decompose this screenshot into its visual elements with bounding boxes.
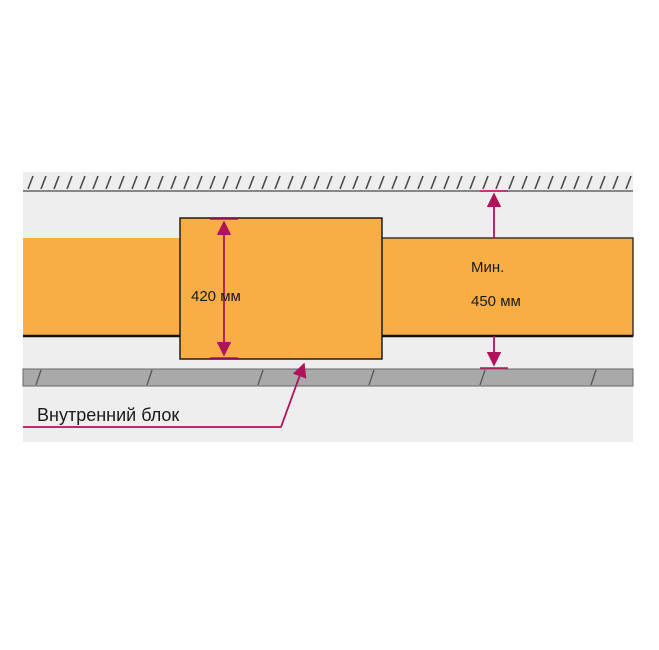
ceiling-hatch-mark bbox=[378, 175, 385, 190]
ceiling-hatch-mark bbox=[508, 175, 515, 190]
ceiling-hatch-mark bbox=[235, 175, 242, 190]
slab-hatch bbox=[35, 369, 597, 386]
ceiling-hatch-mark bbox=[53, 175, 60, 190]
slab-hatch-mark bbox=[479, 369, 486, 386]
ceiling-hatch-mark bbox=[92, 175, 99, 190]
ceiling-hatch-mark bbox=[300, 175, 307, 190]
ceiling-hatch-mark bbox=[599, 175, 606, 190]
clearance-label-line2: 450 мм bbox=[471, 293, 521, 310]
ceiling-hatch-mark bbox=[287, 175, 294, 190]
duct-left bbox=[23, 238, 181, 336]
ceiling-hatch-mark bbox=[209, 175, 216, 190]
ceiling-hatch-mark bbox=[417, 175, 424, 190]
indoor-unit bbox=[179, 217, 383, 360]
slab-hatch-mark bbox=[590, 369, 597, 386]
ceiling-hatch-mark bbox=[404, 175, 411, 190]
ceiling-hatch-mark bbox=[391, 175, 398, 190]
ceiling-hatch-mark bbox=[79, 175, 86, 190]
ceiling-hatch-mark bbox=[339, 175, 346, 190]
ceiling-hatch-mark bbox=[573, 175, 580, 190]
ceiling-hatch-mark bbox=[196, 175, 203, 190]
ceiling-hatch-mark bbox=[547, 175, 554, 190]
ceiling-hatch-mark bbox=[274, 175, 281, 190]
slab-hatch-mark bbox=[368, 369, 375, 386]
ceiling-hatch-mark bbox=[40, 175, 47, 190]
ceiling-hatch-mark bbox=[131, 175, 138, 190]
slab-hatch-mark bbox=[35, 369, 42, 386]
ceiling-hatch-mark bbox=[313, 175, 320, 190]
ceiling-hatch-mark bbox=[495, 175, 502, 190]
ceiling-hatch-mark bbox=[105, 175, 112, 190]
ceiling-hatch-mark bbox=[118, 175, 125, 190]
ceiling-hatch-mark bbox=[469, 175, 476, 190]
ceiling-hatch-mark bbox=[248, 175, 255, 190]
ceiling-hatch-mark bbox=[612, 175, 619, 190]
slab-hatch-mark bbox=[146, 369, 153, 386]
ceiling-hatch-mark bbox=[521, 175, 528, 190]
slab-hatch-mark bbox=[257, 369, 264, 386]
duct-right bbox=[380, 237, 634, 337]
ceiling-hatch-mark bbox=[365, 175, 372, 190]
ceiling-hatch-mark bbox=[222, 175, 229, 190]
ceiling-hatch-mark bbox=[66, 175, 73, 190]
ceiling-hatch-mark bbox=[261, 175, 268, 190]
ceiling-hatch-mark bbox=[443, 175, 450, 190]
ceiling-hatch-mark bbox=[326, 175, 333, 190]
ceiling-hatch-mark bbox=[352, 175, 359, 190]
ceiling-hatch-mark bbox=[482, 175, 489, 190]
ceiling-hatch-mark bbox=[157, 175, 164, 190]
ceiling-hatch-mark bbox=[170, 175, 177, 190]
ceiling-hatch-mark bbox=[456, 175, 463, 190]
ceiling-hatch bbox=[27, 175, 632, 190]
ceiling-hatch-mark bbox=[625, 175, 632, 190]
clearance-label-line1: Мин. bbox=[471, 259, 504, 276]
ceiling-hatch-mark bbox=[27, 175, 34, 190]
indoor-unit-leader bbox=[23, 362, 307, 428]
ceiling-hatch-mark bbox=[183, 175, 190, 190]
floor-slab bbox=[22, 368, 634, 387]
ceiling-hatch-mark bbox=[430, 175, 437, 190]
ceiling-hatch-mark bbox=[534, 175, 541, 190]
ceiling-hatch-mark bbox=[560, 175, 567, 190]
ceiling-hatch-mark bbox=[586, 175, 593, 190]
unit-height-label: 420 мм bbox=[191, 288, 241, 305]
indoor-unit-label: Внутренний блок bbox=[37, 405, 179, 425]
ceiling-hatch-mark bbox=[144, 175, 151, 190]
